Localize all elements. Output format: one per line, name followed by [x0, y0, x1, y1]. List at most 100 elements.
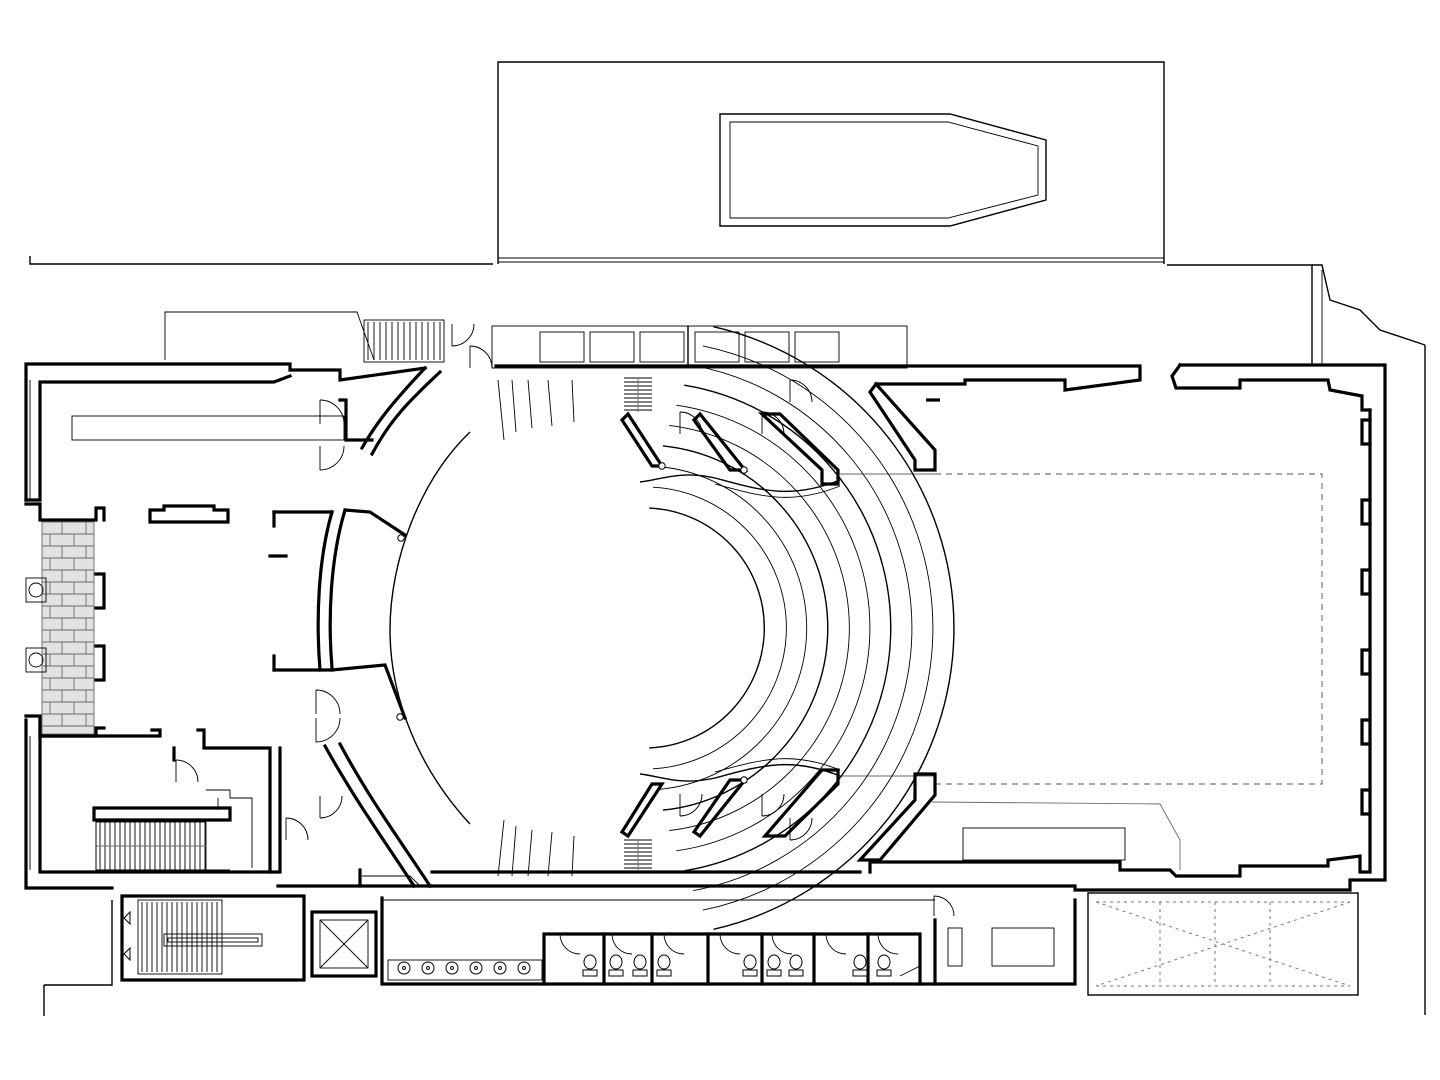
aisle-divider	[511, 379, 517, 433]
toilet-tank	[876, 969, 892, 977]
stall-door-swing	[611, 933, 633, 955]
lavatory-drain	[522, 966, 526, 970]
door-swing	[679, 411, 703, 435]
stall-door-swing	[877, 933, 899, 955]
toilet-tank	[788, 969, 804, 977]
brick-hatch	[42, 522, 94, 727]
aisle-divider	[571, 379, 575, 423]
loading-dock	[1087, 892, 1359, 996]
rail-post	[658, 462, 666, 470]
lavatory-drain	[450, 966, 454, 970]
elevator	[319, 919, 369, 969]
aisle-divider	[527, 829, 533, 877]
planter-box	[744, 331, 790, 363]
seating-row	[662, 445, 829, 811]
seating-row	[676, 404, 871, 852]
door-swing	[469, 345, 493, 369]
seating-row	[669, 424, 850, 832]
door-swings	[175, 323, 955, 917]
toilet	[789, 954, 803, 970]
aisle-divider	[547, 379, 553, 427]
toilet-tank	[608, 969, 624, 977]
aisle-divider	[511, 825, 517, 877]
toilet-tank	[852, 969, 868, 977]
vanity-edge	[899, 965, 921, 977]
planter-box	[694, 331, 740, 363]
lavatory-drain	[426, 966, 430, 970]
door-swing	[319, 399, 345, 425]
lavatory	[421, 961, 435, 975]
site-boundary	[29, 256, 1426, 1016]
seating-rows	[396, 326, 955, 930]
column-lower	[25, 647, 47, 673]
lavatory	[469, 961, 483, 975]
column-upper-icon	[28, 582, 44, 598]
door-swing	[319, 445, 345, 471]
aisle-divider	[571, 835, 575, 877]
adjoining-building	[497, 61, 1165, 264]
stall-door-swing	[559, 933, 581, 955]
planter-box	[589, 331, 635, 363]
restroom-stalls	[542, 932, 922, 986]
exterior-walls	[24, 362, 1387, 892]
stall-door-swing	[719, 933, 741, 955]
lavatory	[397, 961, 411, 975]
door-swing	[285, 817, 309, 841]
toilet	[609, 954, 623, 970]
planter-box	[639, 331, 685, 363]
stair-lower-left	[95, 821, 218, 972]
column-lower-icon	[28, 652, 44, 668]
pilaster	[1360, 718, 1372, 746]
seating-row	[652, 486, 787, 770]
lavatory	[517, 961, 531, 975]
proscenium-walls	[619, 381, 940, 862]
toilet-tank	[742, 969, 758, 977]
lavatory	[445, 961, 459, 975]
lavatory-drain	[402, 966, 406, 970]
door-swing	[451, 323, 475, 347]
orchestra-edge	[639, 474, 841, 782]
stall-door-swing	[771, 933, 793, 955]
toilet	[877, 954, 891, 970]
seating-row	[713, 326, 955, 930]
door-swing	[789, 817, 813, 841]
stall-door-swing	[663, 933, 685, 955]
pilaster	[1360, 648, 1372, 676]
seating-row	[702, 345, 934, 911]
toilet	[633, 954, 647, 970]
door-swing	[315, 689, 341, 715]
auditorium-walls	[268, 365, 471, 889]
rail-post	[397, 534, 405, 542]
door-swing	[761, 411, 785, 435]
door-swing	[175, 759, 199, 783]
aisle-stairs	[624, 377, 652, 870]
planter-box	[794, 331, 840, 363]
rail-post	[740, 466, 748, 474]
lavatory	[493, 961, 507, 975]
toilet	[743, 954, 757, 970]
stair-lower-left-frame	[95, 789, 253, 871]
stage-wall-pilasters	[1360, 418, 1372, 816]
aisle-divider	[497, 819, 505, 877]
door-swing	[933, 895, 955, 917]
aisle-divider	[547, 831, 553, 877]
upper-terrace	[164, 311, 908, 369]
column-upper	[25, 577, 47, 603]
toilet-tank	[656, 969, 672, 977]
aisle-divider	[497, 379, 505, 441]
door-swing	[319, 795, 343, 819]
seating-row	[684, 384, 892, 872]
toilet-tank	[582, 969, 598, 977]
seating-row	[657, 466, 808, 790]
seating-row	[693, 364, 913, 892]
pilaster	[1360, 418, 1372, 446]
door-swing	[679, 793, 703, 817]
lavatory-drain	[474, 966, 478, 970]
door-swing	[789, 379, 813, 403]
toilet-tank	[766, 969, 782, 977]
planter-box	[539, 331, 585, 363]
lavatory-drain	[498, 966, 502, 970]
pilaster	[1360, 568, 1372, 596]
pilaster	[1360, 498, 1372, 526]
